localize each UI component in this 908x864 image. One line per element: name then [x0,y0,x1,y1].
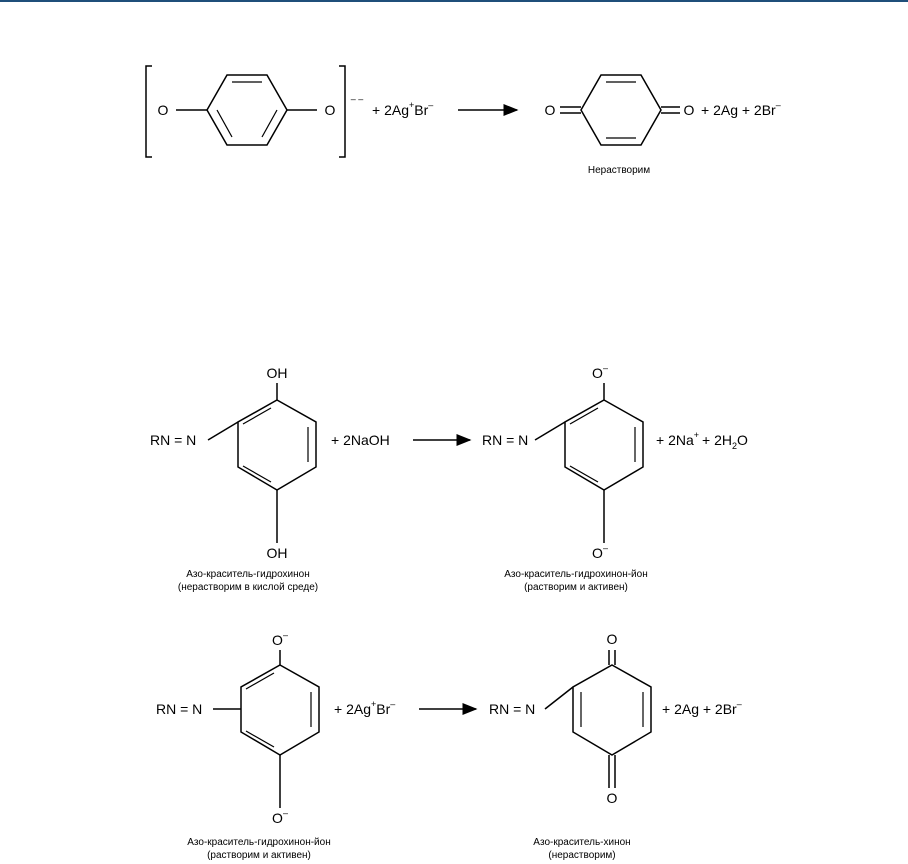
rn-left-2: RN = N [150,432,196,448]
rn-left-3: RN = N [156,701,202,717]
rn-right-2: RN = N [482,432,528,448]
benzene-ring-1 [206,74,288,146]
o-bottom-2: O– [592,543,608,561]
o-bottom-3: O– [272,808,288,826]
products-r2: + 2Na++ 2H2O [656,430,748,451]
reaction-3: RN = N O– O– + 2Ag+Br– RN = N O O + 2Ag … [156,630,742,861]
products-r3: + 2Ag + 2Br– [662,699,742,717]
product-o-left: O [545,102,556,118]
quinone-ring-1 [580,74,662,146]
o-left: O [158,102,169,118]
top-rule [0,0,908,2]
benzene-ring-2a [237,399,317,491]
right-bracket [339,65,346,158]
q-top: O [607,631,618,647]
caption-right-3-line1: Азо-краситель-хинон [533,837,630,848]
reagent-r2: + 2NaOH [331,432,390,448]
product-o-right: O [684,102,695,118]
reaction-2: RN = N OH OH + 2NaOH RN = N O– O– + 2Na+… [150,363,748,593]
benzene-ring-2b [564,399,644,491]
reagent-r3: + 2Ag+Br– [334,699,395,717]
o-right: O [325,102,336,118]
rn-right-3: RN = N [489,701,535,717]
o-top-3: O– [272,630,288,648]
oh-bottom: OH [267,545,288,561]
caption-right-3-line2: (нерастворим) [548,850,615,861]
reagent-r1: + 2Ag+Br– [372,100,433,118]
caption-right-2-line2: (растворим и активен) [524,582,628,593]
caption-left-3-line1: Азо-краситель-гидрохинон-йон [187,837,330,848]
reaction-1: O O – – + 2Ag+Br– O O + 2Ag + 2Br– Нерас… [145,65,781,176]
products-r1: + 2Ag + 2Br– [701,100,781,118]
left-bracket [145,65,152,158]
caption-left-2-line2: (нерастворим в кислой среде) [178,582,318,593]
o-top-2: O– [592,363,608,381]
caption-insoluble: Нерастворим [588,165,650,176]
caption-left-2-line1: Азо-краситель-гидрохинон [186,569,309,580]
caption-right-2-line1: Азо-краситель-гидрохинон-йон [504,569,647,580]
oh-top: OH [267,365,288,381]
caption-left-3-line2: (растворим и активен) [207,850,311,861]
charge: – – [351,94,364,104]
q-bottom: O [607,790,618,806]
quinone-ring-3 [572,664,652,756]
benzene-ring-3a [240,664,320,756]
